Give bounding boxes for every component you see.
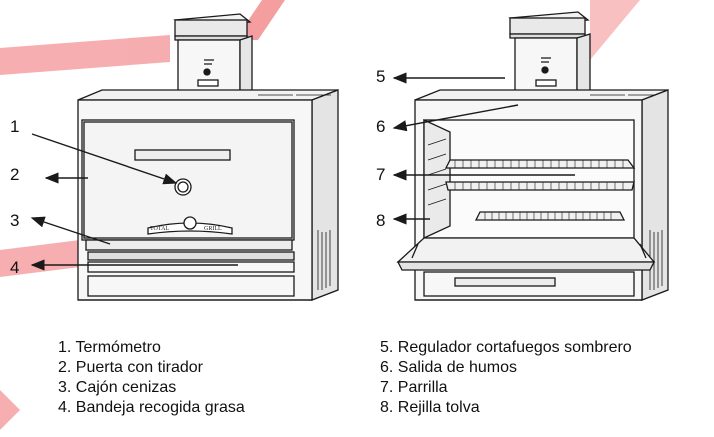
- callout-4: 4: [10, 258, 20, 277]
- legend-item-door: 2. Puerta con tirador: [58, 359, 203, 376]
- callout-5: 5: [376, 67, 386, 86]
- oven-closed: [77, 13, 339, 301]
- arrow-6: [392, 104, 519, 132]
- callout-2: 2: [10, 165, 20, 184]
- logo-right: GRILL: [204, 226, 222, 232]
- callout-8: 8: [376, 211, 386, 230]
- legend-item-smoke-outlet: 6. Salida de humos: [380, 359, 517, 376]
- legend-right: 5. Regulador cortafuegos sombrero 6. Sal…: [380, 338, 632, 418]
- callout-6: 6: [376, 117, 386, 136]
- callout-3: 3: [10, 211, 20, 230]
- legend-item-firebreak: 5. Regulador cortafuegos sombrero: [380, 339, 632, 356]
- arrow-1: [31, 133, 178, 185]
- legend-left: 1. Termómetro 2. Puerta con tirador 3. C…: [58, 338, 245, 418]
- callout-arrows: [30, 72, 575, 271]
- oven-open: [396, 11, 669, 301]
- legend-item-grill: 7. Parrilla: [380, 379, 448, 396]
- legend-item-hopper-grate: 8. Rejilla tolva: [380, 399, 480, 416]
- legend-item-thermometer: 1. Termómetro: [58, 339, 161, 356]
- callout-7: 7: [376, 165, 386, 184]
- arrow-3: [30, 216, 111, 245]
- legend-item-grease-tray: 4. Bandeja recogida grasa: [58, 399, 245, 416]
- callout-1: 1: [10, 117, 20, 136]
- logo-left: TOTAL: [150, 226, 170, 232]
- legend-item-ash-drawer: 3. Cajón cenizas: [58, 379, 177, 396]
